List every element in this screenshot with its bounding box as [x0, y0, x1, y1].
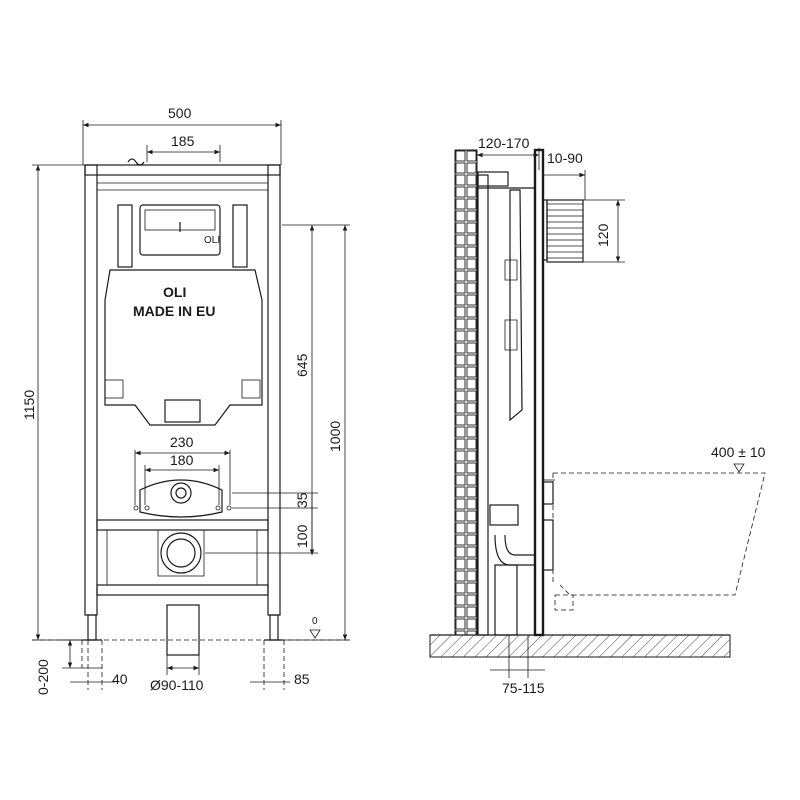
dim-height-645-label: 645: [294, 353, 310, 377]
dim-height-total: 1150: [21, 164, 85, 641]
dim-pipe-diameter: Ø90-110: [150, 655, 204, 693]
flush-plate-side: [542, 199, 584, 263]
floor-datum: 0: [32, 616, 350, 641]
dim-height-frame-label: 1000: [327, 421, 343, 452]
dim-spacing-230-label: 230: [170, 434, 194, 450]
dim-width-total-label: 500: [168, 105, 192, 121]
tiled-wall: [454, 149, 478, 636]
dim-height-100-label: 100: [294, 524, 310, 548]
dim-foot-range-label: 0-200: [35, 659, 51, 695]
dim-height-100: 100: [205, 508, 318, 554]
dim-height-total-label: 1150: [21, 390, 37, 420]
button-mark-label: OLI: [204, 235, 220, 246]
floor-slab: [429, 634, 731, 658]
front-view: OLI OLI MADE IN EU 500: [21, 105, 350, 695]
dim-spacing-230: 230: [134, 434, 231, 505]
dim-foot-range: 0-200: [35, 639, 102, 695]
dim-foot-40: 40: [70, 640, 128, 690]
wc-bowl-outline: [552, 472, 766, 611]
dim-width-top-label: 185: [171, 133, 195, 149]
floor-level-label: 0: [312, 616, 318, 627]
dim-height-35: 35: [232, 492, 318, 509]
dim-width-total: 500: [82, 105, 282, 165]
side-view: 120-170 10-90 120 400 ± 10 75-115: [429, 135, 766, 696]
flush-button-ribs: [546, 199, 584, 263]
dim-floor-75-115-label: 75-115: [502, 680, 545, 696]
dim-pipe-diameter-label: Ø90-110: [150, 677, 204, 693]
dim-depth-10-90: 10-90: [543, 150, 586, 200]
dim-height-35-label: 35: [294, 492, 310, 508]
dim-spacing-180: 180: [144, 452, 220, 505]
dim-depth-120-170-label: 120-170: [478, 135, 530, 151]
made-in-label: MADE IN EU: [133, 303, 215, 319]
dim-height-120-label: 120: [595, 223, 611, 247]
dim-depth-120-170: 120-170: [476, 135, 540, 170]
frame: [82, 164, 284, 656]
dim-floor-75-115: 75-115: [490, 635, 545, 696]
dim-width-top: 185: [146, 133, 221, 162]
fittings: [133, 479, 232, 577]
brand-label: OLI: [163, 284, 186, 300]
dim-foot-85: 85: [250, 640, 310, 690]
dim-bowl-height-label: 400 ± 10: [711, 444, 766, 460]
dim-foot-40-label: 40: [112, 671, 128, 687]
dim-bowl-height: 400 ± 10: [711, 444, 766, 473]
cistern: OLI OLI MADE IN EU: [104, 204, 263, 426]
dim-height-frame: 100 0: [282, 224, 350, 641]
dim-depth-10-90-label: 10-90: [547, 150, 583, 166]
dim-spacing-180-label: 180: [170, 452, 194, 468]
dim-foot-85-label: 85: [294, 671, 310, 687]
dim-height-120: 120: [583, 199, 625, 263]
